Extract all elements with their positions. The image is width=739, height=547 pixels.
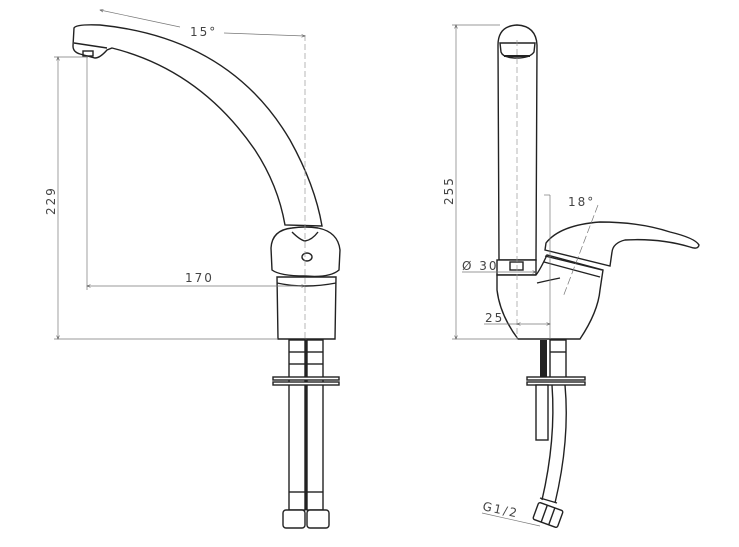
hose-ferrule [539,497,558,504]
hose-connector [549,339,567,379]
lever-angle-label: 18° [568,195,595,209]
threaded-stem [540,340,547,378]
supply-pipes [288,339,324,511]
ring-slot [509,261,524,271]
mounting-stud [535,384,549,441]
offset-label: 25 [485,311,504,325]
spout [72,24,323,227]
mounting-washer [272,376,340,386]
aerator [499,42,536,59]
front-view: 15° 229 170 [44,10,341,529]
body-lower [276,276,337,340]
spout-angle-label: 15° [190,25,217,39]
flexible-hose [541,384,567,504]
aerator [82,50,94,57]
angle-dim-line [100,10,181,28]
lever-handle [544,221,700,267]
spout-column [497,24,538,261]
lever-ring-2 [543,261,601,278]
hose-nut [532,501,564,529]
body-ring [276,282,337,287]
lever-angle-line [562,204,599,298]
nozzle-line [73,42,108,49]
head-notch [291,231,319,242]
lever-ring [544,255,603,271]
side-height-label: 255 [442,176,456,205]
diameter-label: Ø 30 [462,259,499,273]
head-screw [301,252,313,262]
angle-dim-line-2 [223,32,305,36]
mounting-washer [526,376,586,386]
body-line [536,277,561,284]
pipe-nuts [282,509,330,529]
thread-leader [481,512,541,527]
side-view: 255 Ø 30 25 18° G1/2 [442,24,700,529]
body-head [270,226,341,278]
reach-label: 170 [185,271,214,285]
height-label: 229 [44,186,58,215]
